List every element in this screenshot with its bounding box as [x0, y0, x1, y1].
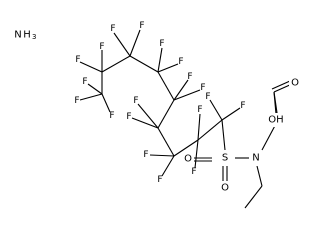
oxygen-label: O: [184, 154, 192, 165]
oxygen-label: O: [221, 183, 229, 194]
ammonia-count: 3: [32, 33, 36, 41]
nitrogen-label: N: [252, 153, 259, 164]
bond-c7-c8: [197, 119, 223, 141]
bond-ethyl: [244, 185, 263, 209]
fluorine-label: F: [75, 55, 80, 65]
fluorine-label: F: [157, 175, 162, 185]
fluorine-label: F: [178, 57, 183, 67]
bond-c8-s: [221, 119, 226, 151]
fluorine-label: F: [159, 39, 164, 49]
fluorine-label: F: [187, 72, 192, 82]
fluorine-label: F: [143, 150, 148, 160]
carbon-fluorine-bonds: [79, 29, 241, 177]
bond-c5-c6: [157, 127, 175, 157]
fluorine-labels: F F F F F F F F F F F F F F F F F F F: [74, 21, 245, 185]
carbonyl-oxygen-label: O: [291, 78, 299, 89]
bond-c-oh: [273, 91, 277, 115]
fluorine-label: F: [99, 42, 104, 52]
fluorine-label: F: [110, 24, 115, 34]
fluorine-label: F: [109, 111, 114, 121]
fluorine-label: F: [74, 96, 79, 106]
bond-c6-c7: [173, 139, 199, 157]
fluorine-label: F: [82, 77, 87, 87]
bond-c1-c2: [101, 55, 131, 73]
fluorine-label: F: [200, 83, 205, 93]
carbon-backbone-bonds: [101, 55, 226, 157]
sulfur-label: S: [222, 153, 228, 164]
fluorine-label: F: [133, 96, 138, 106]
fluorine-label: F: [240, 101, 245, 111]
carboxylic-acid-group: O OH: [264, 76, 301, 127]
hydroxyl-label: OH: [268, 115, 283, 126]
bond-c3-c4: [157, 71, 175, 101]
bond-c4-c5: [157, 99, 175, 129]
fluorine-label: F: [126, 112, 131, 122]
bond-c2-c3: [129, 55, 159, 73]
fluorine-label: F: [197, 105, 202, 115]
amide-nitrogen: N: [249, 151, 263, 166]
ammonia-h: H: [23, 30, 31, 41]
bond-n-ethyl: [256, 165, 263, 187]
sulfonyl-group: S O O: [182, 151, 232, 195]
fluorine-label: F: [205, 92, 210, 102]
fluorine-label: F: [191, 167, 196, 177]
chemical-structure-diagram: N H 3 F F F F F F F F F F F F F F F F F …: [14, 21, 301, 209]
fluorine-label: F: [139, 21, 144, 31]
ammonia-n: N: [14, 30, 21, 41]
ammonia-label: N H 3: [14, 30, 36, 42]
